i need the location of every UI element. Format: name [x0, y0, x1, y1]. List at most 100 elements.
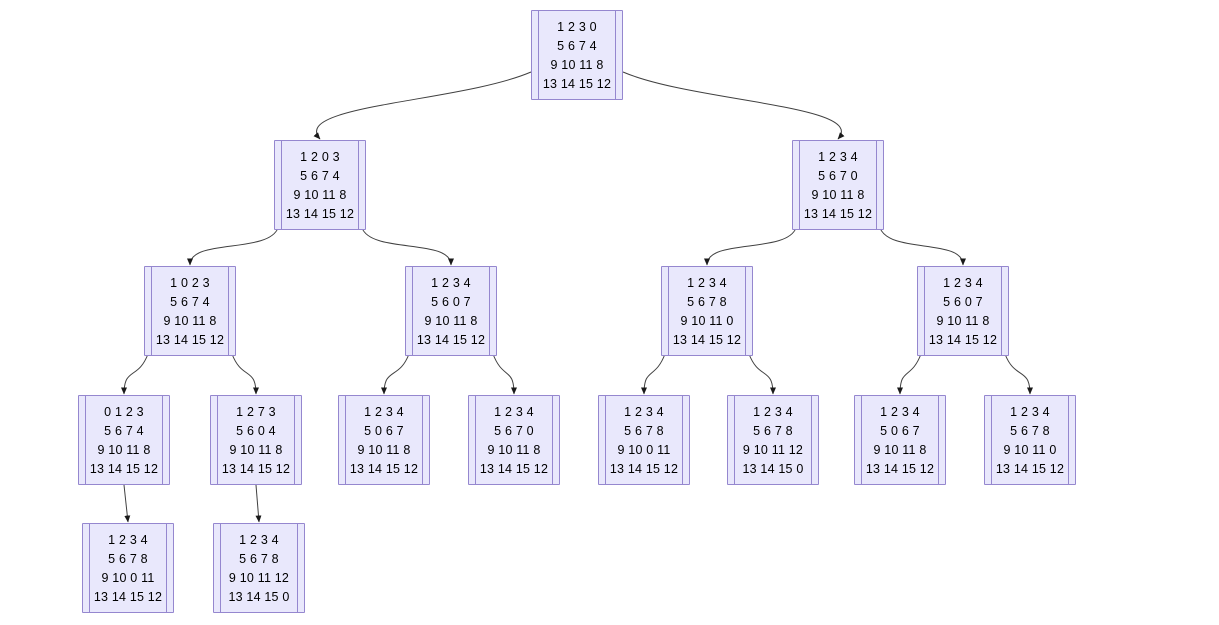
puzzle-row-1: 1 2 0 3	[300, 149, 340, 164]
puzzle-row-3: 9 10 11 8	[229, 442, 283, 457]
puzzle-grid: 1 2 7 3 5 6 0 4 9 10 11 8 13 14 15 12	[218, 396, 294, 484]
tree-edge-n5-n12	[748, 353, 776, 395]
puzzle-state-node-n2: 1 2 3 4 5 6 7 0 9 10 11 8 13 14 15 12	[792, 140, 884, 230]
puzzle-row-2: 5 0 6 7	[880, 423, 920, 438]
node-left-bar	[734, 396, 735, 484]
puzzle-row-1: 0 1 2 3	[104, 404, 144, 419]
puzzle-row-4: 13 14 15 12	[542, 76, 612, 91]
puzzle-state-node-n15: 1 2 3 4 5 6 7 8 9 10 0 11 13 14 15 12	[82, 523, 174, 613]
puzzle-row-2: 5 6 7 8	[239, 551, 279, 566]
puzzle-row-2: 5 6 7 8	[624, 423, 664, 438]
tree-edge-n0-n1	[313, 71, 532, 140]
puzzle-grid: 1 2 0 3 5 6 7 4 9 10 11 8 13 14 15 12	[282, 141, 358, 229]
puzzle-row-1: 1 2 3 4	[687, 275, 727, 290]
puzzle-row-2: 5 6 0 4	[236, 423, 276, 438]
puzzle-row-1: 1 2 3 4	[753, 404, 793, 419]
node-right-bar	[876, 141, 877, 229]
puzzle-grid: 1 2 3 4 5 0 6 7 9 10 11 8 13 14 15 12	[346, 396, 422, 484]
node-right-bar	[811, 396, 812, 484]
tree-edge-n3-n7	[121, 353, 149, 395]
puzzle-row-1: 1 2 3 0	[557, 19, 597, 34]
node-left-bar	[605, 396, 606, 484]
puzzle-state-node-n7: 0 1 2 3 5 6 7 4 9 10 11 8 13 14 15 12	[78, 395, 170, 485]
tree-edge-n8-n16	[255, 484, 262, 523]
puzzle-row-3: 9 10 11 8	[487, 442, 541, 457]
puzzle-grid: 0 1 2 3 5 6 7 4 9 10 11 8 13 14 15 12	[86, 396, 162, 484]
puzzle-row-4: 13 14 15 12	[672, 332, 742, 347]
tree-edge-n1-n3	[187, 227, 279, 266]
puzzle-row-3: 9 10 11 8	[550, 57, 604, 72]
node-left-bar	[217, 396, 218, 484]
puzzle-row-3: 9 10 11 8	[97, 442, 151, 457]
puzzle-grid: 1 2 3 4 5 6 7 8 9 10 11 12 13 14 15 0	[735, 396, 811, 484]
puzzle-row-3: 9 10 11 8	[163, 313, 217, 328]
puzzle-row-3: 9 10 11 8	[811, 187, 865, 202]
node-left-bar	[538, 11, 539, 99]
node-left-bar	[861, 396, 862, 484]
puzzle-state-node-n10: 1 2 3 4 5 6 7 0 9 10 11 8 13 14 15 12	[468, 395, 560, 485]
puzzle-row-4: 13 14 15 12	[928, 332, 998, 347]
puzzle-row-3: 9 10 11 12	[228, 570, 290, 585]
puzzle-state-node-n3: 1 0 2 3 5 6 7 4 9 10 11 8 13 14 15 12	[144, 266, 236, 356]
puzzle-state-node-n4: 1 2 3 4 5 6 0 7 9 10 11 8 13 14 15 12	[405, 266, 497, 356]
puzzle-state-node-n5: 1 2 3 4 5 6 7 8 9 10 11 0 13 14 15 12	[661, 266, 753, 356]
tree-edge-n4-n9	[381, 353, 410, 395]
puzzle-row-4: 13 14 15 12	[285, 206, 355, 221]
puzzle-grid: 1 2 3 4 5 6 7 8 9 10 0 11 13 14 15 12	[90, 524, 166, 612]
puzzle-state-node-n14: 1 2 3 4 5 6 7 8 9 10 11 0 13 14 15 12	[984, 395, 1076, 485]
puzzle-row-1: 1 2 3 4	[494, 404, 534, 419]
puzzle-row-3: 9 10 11 8	[424, 313, 478, 328]
puzzle-row-1: 1 2 7 3	[236, 404, 276, 419]
puzzle-grid: 1 2 3 4 5 6 7 8 9 10 11 0 13 14 15 12	[669, 267, 745, 355]
puzzle-state-node-n13: 1 2 3 4 5 0 6 7 9 10 11 8 13 14 15 12	[854, 395, 946, 485]
node-left-bar	[412, 267, 413, 355]
tree-edge-n5-n11	[641, 353, 666, 395]
tree-edge-n7-n15	[123, 484, 131, 523]
puzzle-row-1: 1 2 3 4	[1010, 404, 1050, 419]
puzzle-grid: 1 0 2 3 5 6 7 4 9 10 11 8 13 14 15 12	[152, 267, 228, 355]
puzzle-row-2: 5 6 7 4	[170, 294, 210, 309]
puzzle-state-node-n9: 1 2 3 4 5 0 6 7 9 10 11 8 13 14 15 12	[338, 395, 430, 485]
puzzle-grid: 1 2 3 4 5 6 7 0 9 10 11 8 13 14 15 12	[800, 141, 876, 229]
puzzle-grid: 1 2 3 4 5 6 7 0 9 10 11 8 13 14 15 12	[476, 396, 552, 484]
node-right-bar	[552, 396, 553, 484]
node-right-bar	[745, 267, 746, 355]
tree-edge-n2-n6	[879, 227, 966, 266]
node-right-bar	[1001, 267, 1002, 355]
puzzle-grid: 1 2 3 4 5 6 0 7 9 10 11 8 13 14 15 12	[413, 267, 489, 355]
node-left-bar	[151, 267, 152, 355]
node-left-bar	[924, 267, 925, 355]
puzzle-state-node-n16: 1 2 3 4 5 6 7 8 9 10 11 12 13 14 15 0	[213, 523, 305, 613]
puzzle-row-4: 13 14 15 12	[479, 461, 549, 476]
puzzle-row-4: 13 14 15 12	[609, 461, 679, 476]
puzzle-row-2: 5 6 7 0	[494, 423, 534, 438]
node-right-bar	[297, 524, 298, 612]
puzzle-state-node-n1: 1 2 0 3 5 6 7 4 9 10 11 8 13 14 15 12	[274, 140, 366, 230]
node-left-bar	[85, 396, 86, 484]
node-right-bar	[615, 11, 616, 99]
puzzle-row-2: 5 6 7 4	[557, 38, 597, 53]
puzzle-row-3: 9 10 0 11	[101, 570, 155, 585]
puzzle-row-4: 13 14 15 12	[803, 206, 873, 221]
puzzle-row-4: 13 14 15 0	[228, 589, 290, 604]
puzzle-row-1: 1 2 3 4	[364, 404, 404, 419]
puzzle-row-4: 13 14 15 0	[742, 461, 804, 476]
tree-edge-n6-n13	[897, 353, 922, 395]
node-right-bar	[489, 267, 490, 355]
puzzle-state-node-n8: 1 2 7 3 5 6 0 4 9 10 11 8 13 14 15 12	[210, 395, 302, 485]
tree-edge-n6-n14	[1004, 353, 1033, 395]
tree-edge-n0-n2	[622, 71, 845, 140]
puzzle-row-2: 5 6 7 8	[108, 551, 148, 566]
puzzle-row-3: 9 10 11 12	[742, 442, 804, 457]
puzzle-row-2: 5 6 0 7	[431, 294, 471, 309]
puzzle-row-3: 9 10 0 11	[617, 442, 671, 457]
puzzle-row-1: 1 2 3 4	[431, 275, 471, 290]
puzzle-row-2: 5 6 7 4	[300, 168, 340, 183]
node-left-bar	[89, 524, 90, 612]
node-right-bar	[1068, 396, 1069, 484]
puzzle-row-4: 13 14 15 12	[416, 332, 486, 347]
puzzle-state-node-n11: 1 2 3 4 5 6 7 8 9 10 0 11 13 14 15 12	[598, 395, 690, 485]
puzzle-row-3: 9 10 11 0	[1003, 442, 1057, 457]
puzzle-row-1: 1 2 3 4	[880, 404, 920, 419]
